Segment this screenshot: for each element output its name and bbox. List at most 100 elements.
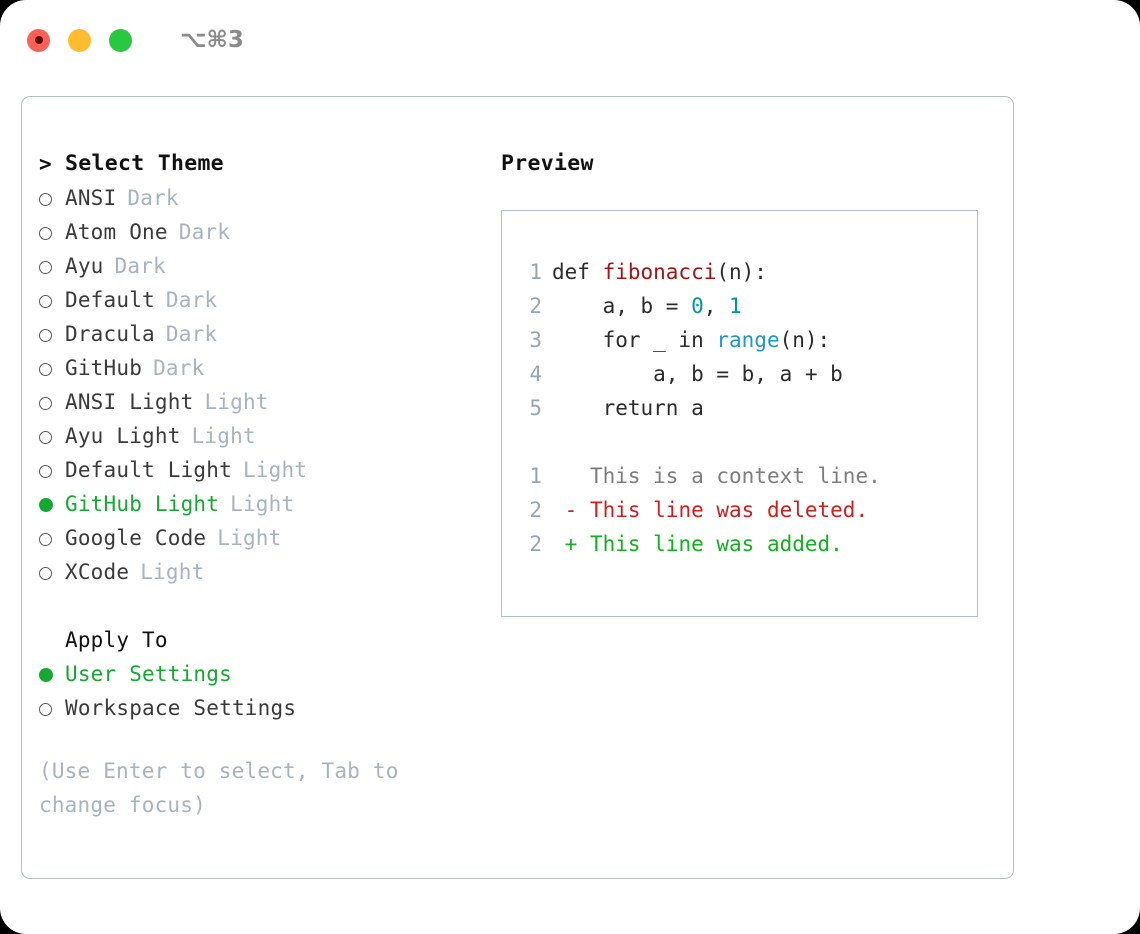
apply-to-option[interactable]: Workspace Settings	[39, 691, 479, 725]
minimize-button[interactable]	[68, 28, 91, 52]
line-number: 5	[529, 396, 542, 420]
theme-variant-tag: Light	[140, 560, 205, 584]
apply-to-option[interactable]: User Settings	[39, 657, 479, 691]
select-theme-heading: > Select Theme	[39, 147, 479, 181]
diff-line: 1 This is a context line.	[516, 459, 880, 493]
code-token: ,	[703, 294, 730, 318]
radio-empty-icon[interactable]	[39, 521, 65, 555]
code-token: for _ in	[552, 328, 717, 352]
code-token: (n):	[716, 260, 767, 284]
line-number: 1	[529, 260, 542, 284]
radio-empty-icon[interactable]	[39, 419, 65, 453]
section-title: Select Theme	[65, 151, 224, 176]
code-line: 2 a, b = 0, 1	[516, 289, 881, 323]
theme-name: ANSI Light	[65, 390, 194, 414]
maximize-button[interactable]	[109, 28, 132, 52]
apply-to-label-text: User Settings	[65, 662, 232, 686]
radio-empty-icon[interactable]	[39, 555, 65, 589]
theme-list-item[interactable]: ANSI Dark	[39, 181, 479, 215]
code-token: def	[552, 260, 603, 284]
preview-title: Preview	[501, 151, 594, 176]
radio-empty-icon[interactable]	[39, 385, 65, 419]
radio-glyph	[39, 192, 52, 206]
radio-selected-icon[interactable]	[39, 657, 65, 691]
apply-to-label: Apply To	[65, 628, 168, 652]
code-token: a, b =	[552, 294, 692, 318]
theme-variant-tag: Dark	[178, 220, 231, 244]
theme-list-item[interactable]: Default Light Light	[39, 453, 479, 487]
title-bar: ⌥⌘3	[0, 0, 1140, 80]
theme-name: GitHub	[65, 356, 143, 380]
radio-glyph	[39, 464, 52, 478]
line-number: 2	[529, 532, 542, 556]
diff-marker: -	[552, 498, 590, 522]
radio-glyph	[39, 566, 52, 580]
line-number: 1	[529, 464, 542, 488]
theme-list-item[interactable]: Default Dark	[39, 283, 479, 317]
code-token: fibonacci	[602, 260, 717, 284]
keyboard-hint-text: (Use Enter to select, Tab to change focu…	[39, 759, 399, 817]
radio-glyph	[39, 294, 52, 308]
theme-name: ANSI	[65, 186, 117, 210]
code-token: (n):	[779, 328, 831, 352]
theme-variant-tag: Dark	[165, 288, 218, 312]
code-token: a, b = b, a + b	[552, 362, 843, 386]
theme-name: GitHub Light	[65, 492, 220, 516]
theme-variant-tag: Dark	[165, 322, 218, 346]
diff-marker	[552, 464, 590, 488]
line-number: 2	[529, 498, 542, 522]
radio-empty-icon[interactable]	[39, 691, 65, 725]
close-button[interactable]	[27, 28, 50, 52]
theme-name: Atom One	[65, 220, 168, 244]
theme-list-item[interactable]: Ayu Light Light	[39, 419, 479, 453]
diff-text: This line was deleted.	[589, 498, 869, 522]
theme-name: Default Light	[65, 458, 232, 482]
radio-empty-icon[interactable]	[39, 283, 65, 317]
radio-selected-icon[interactable]	[39, 487, 65, 521]
radio-empty-icon[interactable]	[39, 453, 65, 487]
radio-empty-icon[interactable]	[39, 317, 65, 351]
theme-name: Ayu	[65, 254, 104, 278]
code-line: 3 for _ in range(n):	[516, 323, 881, 357]
theme-variant-tag: Light	[242, 458, 308, 482]
code-line: 4 a, b = b, a + b	[516, 357, 881, 391]
diff-text: This line was added.	[589, 532, 843, 556]
code-token: 0	[691, 294, 704, 318]
theme-name: Ayu Light	[65, 424, 181, 448]
code-token: 1	[729, 294, 742, 318]
line-number: 4	[529, 362, 542, 386]
theme-list-item[interactable]: Atom One Dark	[39, 215, 479, 249]
radio-empty-icon[interactable]	[39, 351, 65, 385]
theme-variant-tag: Dark	[127, 186, 179, 210]
caret-icon: >	[39, 152, 52, 176]
theme-list-item[interactable]: Ayu Dark	[39, 249, 479, 283]
theme-variant-tag: Light	[217, 526, 282, 550]
radio-glyph	[39, 668, 53, 682]
radio-empty-icon[interactable]	[39, 181, 65, 215]
diff-block: 1 This is a context line. 2 - This line w…	[516, 459, 880, 561]
radio-glyph	[39, 260, 52, 274]
theme-variant-tag: Dark	[114, 254, 166, 278]
keyboard-shortcut-label: ⌥⌘3	[180, 27, 244, 53]
code-line: 5 return a	[516, 391, 881, 425]
theme-variant-tag: Light	[191, 424, 256, 448]
radio-empty-icon[interactable]	[39, 249, 65, 283]
apply-to-label-text: Workspace Settings	[65, 696, 297, 720]
diff-marker: +	[552, 532, 590, 556]
code-token: return a	[552, 396, 704, 420]
radio-empty-icon[interactable]	[39, 215, 65, 249]
theme-name: Default	[65, 288, 155, 312]
